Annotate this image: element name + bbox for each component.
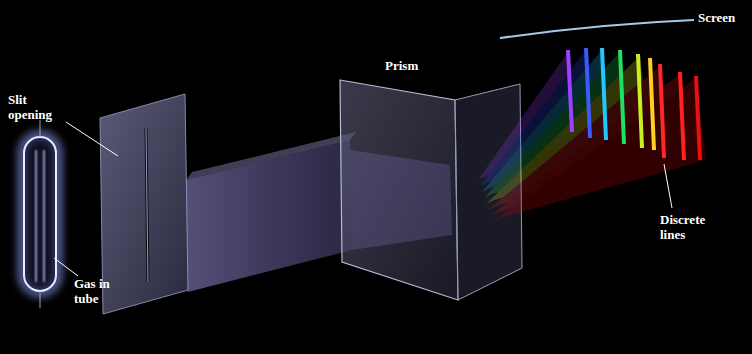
slit bbox=[146, 128, 148, 282]
leader-line bbox=[54, 258, 78, 276]
gas-tube bbox=[24, 137, 56, 291]
beam-in-prism bbox=[350, 150, 452, 250]
spectral-line bbox=[620, 50, 624, 144]
screen bbox=[500, 20, 694, 38]
spectral-line bbox=[680, 72, 684, 160]
part-label: Discrete lines bbox=[660, 212, 722, 242]
spectral-lines bbox=[568, 48, 700, 160]
spectral-line bbox=[568, 50, 572, 132]
spectral-line bbox=[696, 76, 700, 160]
spectral-line bbox=[660, 64, 664, 158]
spectral-line bbox=[602, 48, 606, 140]
slit-plate bbox=[100, 94, 188, 314]
light-beam bbox=[186, 140, 352, 292]
part-label: Slit opening bbox=[8, 92, 66, 122]
part-label: Gas in tube bbox=[74, 276, 124, 306]
prism bbox=[340, 80, 458, 300]
leader-line bbox=[66, 122, 118, 156]
tube-electrode bbox=[40, 120, 41, 137]
tube-electrode bbox=[40, 291, 41, 308]
dispersed-rays bbox=[478, 50, 706, 222]
spectral-line bbox=[638, 54, 642, 148]
tube-inner-glow bbox=[36, 150, 44, 282]
part-label: Screen bbox=[698, 10, 748, 25]
light-beam-top bbox=[186, 132, 356, 180]
slit-light bbox=[146, 128, 148, 282]
spectral-line bbox=[650, 58, 654, 150]
spectral-line bbox=[586, 48, 590, 138]
tube-glow bbox=[22, 135, 58, 293]
ray bbox=[492, 78, 706, 222]
leader-line bbox=[664, 164, 672, 208]
part-label: Prism bbox=[385, 58, 445, 73]
